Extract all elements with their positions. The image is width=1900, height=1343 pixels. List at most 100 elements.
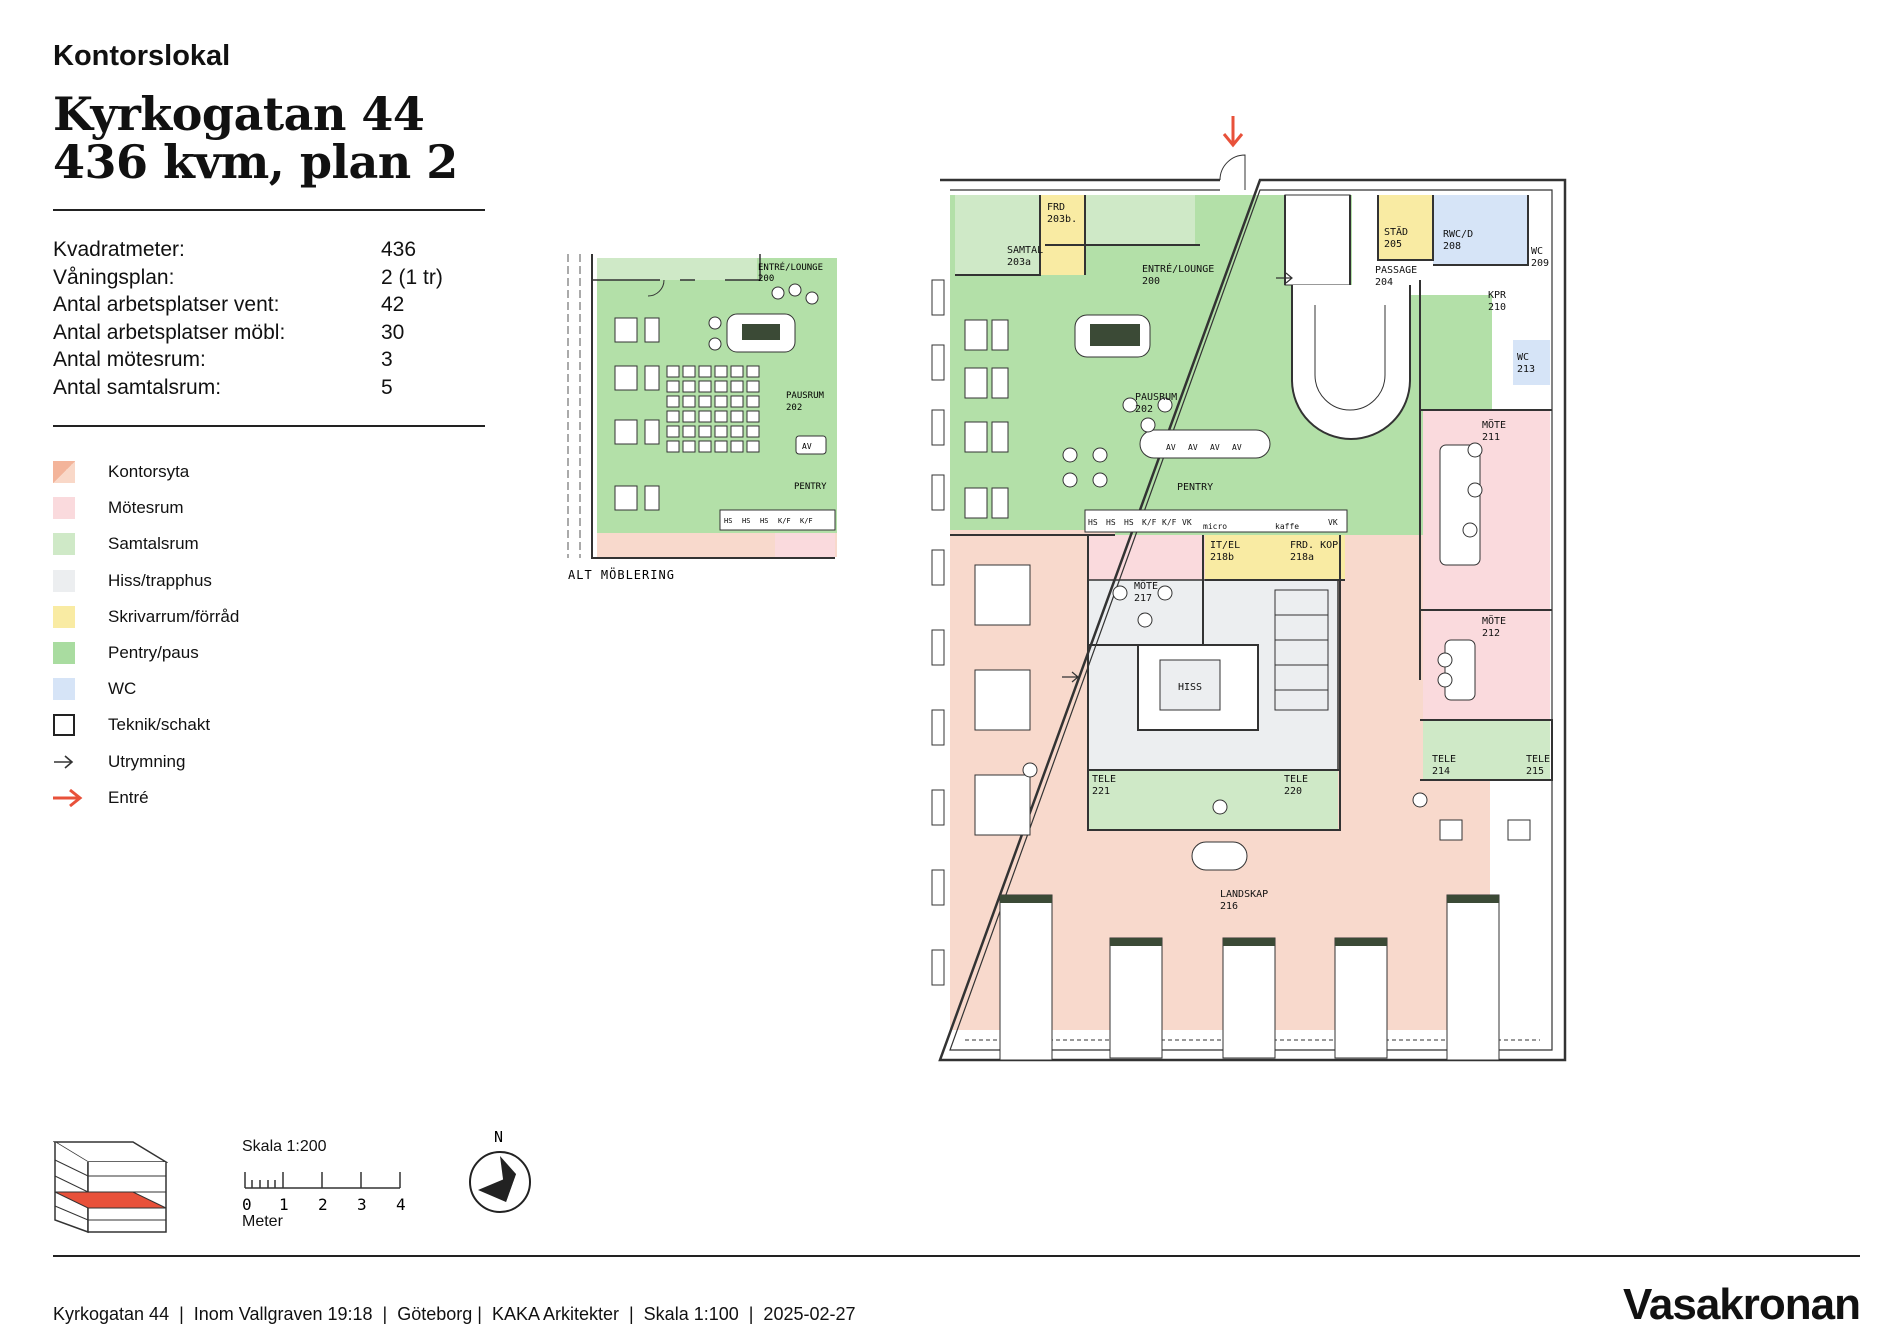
fact-key: Antal arbetsplatser vent: — [53, 293, 280, 316]
alt-seat — [730, 380, 744, 393]
chair — [1157, 585, 1173, 601]
room-label: FRD. KOP — [1290, 540, 1338, 551]
desk-cluster — [1334, 937, 1388, 1059]
alt-seat — [746, 425, 760, 438]
chair — [1112, 585, 1128, 601]
legend-item-stair: Hiss/trapphus — [53, 563, 239, 599]
fact-value: 436 — [381, 238, 417, 261]
fact-row: Antal arbetsplatser vent: 42 — [53, 291, 485, 319]
chair — [1437, 672, 1453, 688]
legend-label: Utrymning — [108, 751, 186, 771]
scale-tick: 0 — [242, 1195, 252, 1214]
alt-seat — [746, 365, 760, 378]
alt-layout-caption: ALT MÖBLERING — [568, 566, 675, 582]
room-label: ENTRÉ/LOUNGE — [1142, 262, 1214, 275]
planter — [1000, 895, 1052, 903]
swatch-icon — [53, 605, 75, 628]
scale-unit: Meter — [242, 1213, 283, 1230]
av-label: AV — [1188, 443, 1198, 452]
desk-cluster — [999, 894, 1053, 1061]
room-label: WC — [1517, 352, 1529, 363]
alt-room-label: ENTRÉ/LOUNGE — [758, 261, 823, 273]
fact-key: Kvadratmeter: — [53, 238, 185, 261]
alt-room-number: 200 — [758, 274, 774, 284]
alt-seat — [714, 410, 728, 423]
alt-appliance-label: HS — [724, 517, 732, 525]
legend-item-exit: Utrymning — [53, 744, 239, 780]
alt-seat — [666, 395, 680, 408]
planter — [1110, 938, 1162, 946]
planter — [1223, 938, 1275, 946]
north-compass-icon: N — [469, 1128, 531, 1213]
alt-seat — [730, 410, 744, 423]
fact-value: 42 — [381, 293, 405, 316]
chair — [1022, 762, 1038, 778]
pentry-label: kaffe — [1275, 522, 1299, 531]
alt-seat — [666, 380, 680, 393]
legend-label: Samtalsrum — [108, 534, 199, 554]
room-number: 220 — [1284, 786, 1302, 797]
alt-appliance-label: K/F — [800, 517, 813, 525]
alt-seat — [746, 380, 760, 393]
legend-item-wc: WC — [53, 671, 239, 707]
fact-value: 30 — [381, 320, 405, 344]
page-kicker: Kontorslokal — [53, 40, 231, 72]
alt-seat — [698, 410, 712, 423]
building-floor-icon — [53, 1141, 168, 1234]
desk-cluster — [1446, 894, 1500, 1061]
legend-item-call: Samtalsrum — [53, 526, 239, 562]
pentry-label: micro — [1203, 522, 1227, 531]
av-label: AV — [1210, 443, 1220, 452]
room-number: 203a — [1007, 257, 1031, 268]
chair — [1092, 447, 1108, 463]
room-number: 204 — [1375, 277, 1393, 288]
fact-row: Kvadratmeter: 436 — [53, 236, 485, 264]
room-number: 221 — [1092, 786, 1110, 797]
chair — [1467, 482, 1483, 498]
room-label: FRD — [1047, 202, 1065, 213]
swatch-icon — [53, 497, 75, 520]
legend-label: Entré — [108, 787, 149, 807]
page-title: Kyrkogatan 44 436 kvm, plan 2 — [53, 90, 458, 186]
title-line-area: 436 kvm, plan 2 — [53, 135, 458, 189]
swatch-icon — [53, 678, 75, 701]
room-number: 216 — [1220, 901, 1238, 912]
facts-table: Kvadratmeter:436 Våningsplan:2 (1 tr) An… — [53, 236, 485, 401]
room-number: 202 — [1135, 404, 1153, 415]
room-label: MÖTE — [1482, 418, 1506, 431]
fact-key: Antal arbetsplatser möbl: — [53, 320, 286, 344]
alt-seat — [714, 380, 728, 393]
chair — [1157, 397, 1173, 413]
alt-seat — [682, 410, 696, 423]
scale-tick: 3 — [357, 1195, 367, 1214]
scale-tick: 4 — [396, 1195, 406, 1214]
chair — [1092, 472, 1108, 488]
alt-room-label: PAUSRUM — [786, 391, 825, 401]
pentry-label: HS — [1088, 518, 1098, 527]
av-label: AV — [1232, 443, 1242, 452]
room-number: 218a — [1290, 552, 1314, 563]
fact-row: Antal mötesrum:3 — [53, 346, 485, 374]
alt-seat — [746, 410, 760, 423]
room-number: 212 — [1482, 628, 1500, 639]
alt-seat — [698, 380, 712, 393]
room-number: 217 — [1134, 593, 1152, 604]
alt-seat — [698, 440, 712, 453]
legend-item-entrance: Entré — [53, 780, 239, 816]
room-number: 208 — [1443, 241, 1461, 252]
chair — [1062, 447, 1078, 463]
room-label: MÖTE — [1482, 614, 1506, 627]
alt-seat — [714, 365, 728, 378]
swatch-icon — [53, 569, 75, 592]
alt-seat — [666, 410, 680, 423]
room-number: 213 — [1517, 364, 1535, 375]
chair — [1122, 397, 1138, 413]
room-number: 209 — [1531, 258, 1549, 269]
room-number: 205 — [1384, 239, 1402, 250]
alt-seat — [682, 425, 696, 438]
pentry-label: HS — [1124, 518, 1134, 527]
av-label: AV — [1166, 443, 1176, 452]
pentry-label: K/F — [1142, 518, 1157, 527]
swatch-icon — [53, 533, 75, 556]
pentry-label: VK — [1328, 518, 1338, 527]
